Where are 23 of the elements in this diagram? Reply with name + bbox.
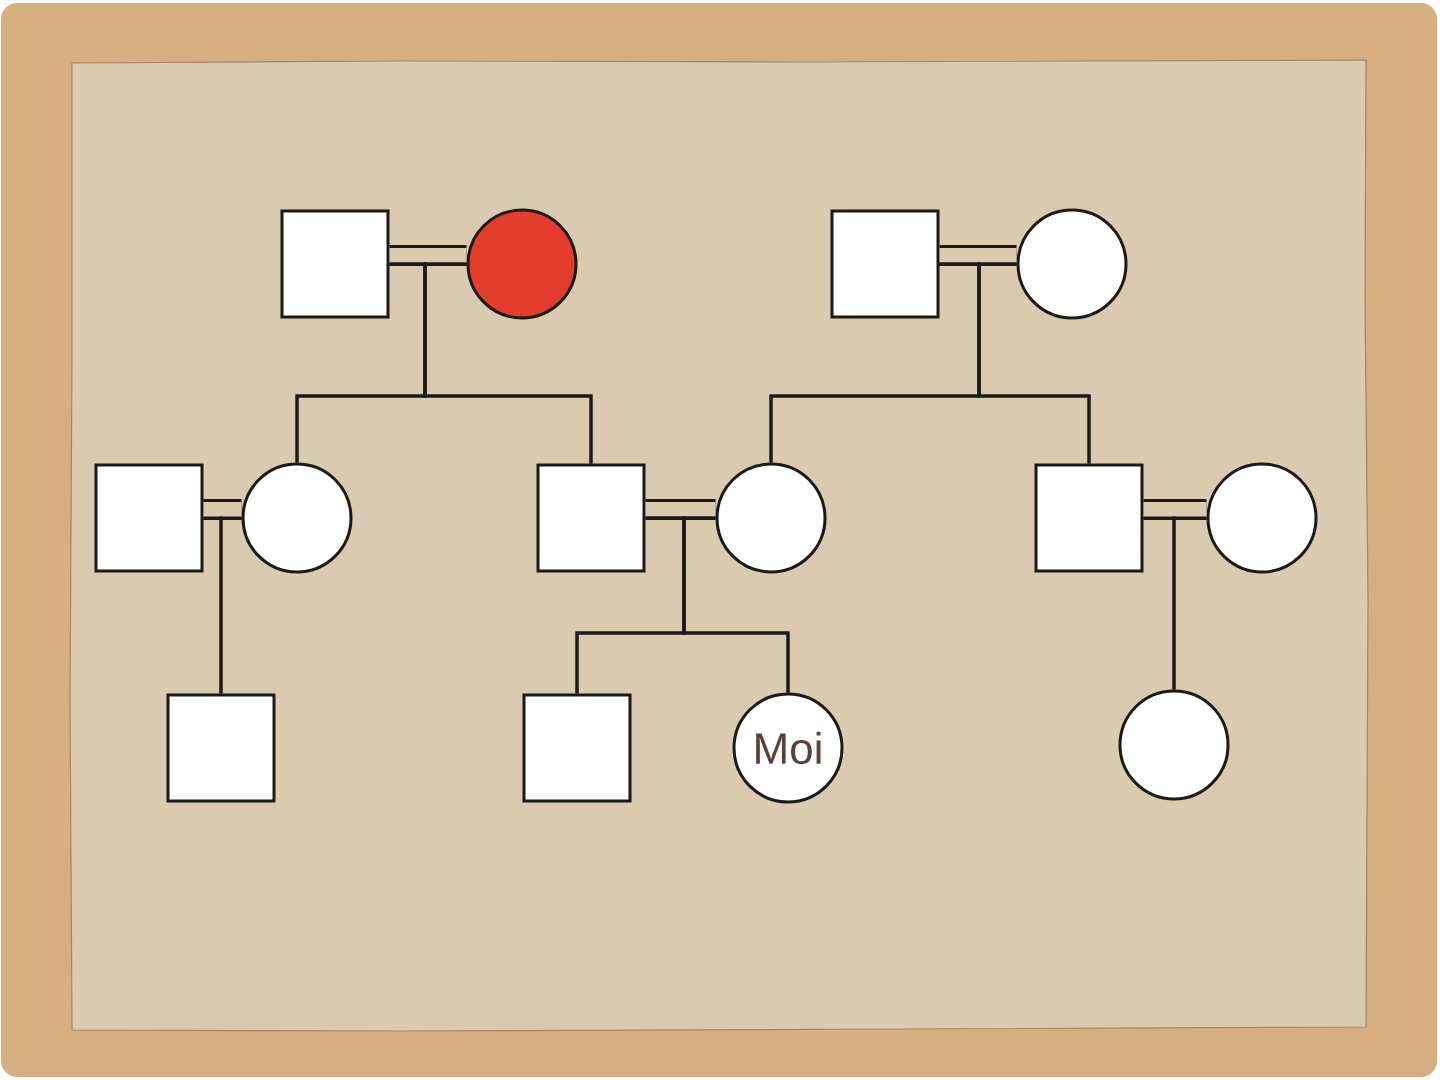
pedigree-square [1034,463,1144,573]
pedigree-square [522,693,632,803]
pedigree-circle [715,462,827,574]
filled-circle [466,208,578,320]
descent-line [682,516,790,693]
marriage-line [939,245,1017,266]
pedigree-circle [241,462,353,574]
marriage-line [645,499,716,520]
pedigree-circle [1118,689,1230,801]
marriage-line [203,499,242,520]
marriage-line [389,245,467,266]
marriage-line [1143,499,1207,520]
pedigree-square [830,209,940,319]
descent-line [423,262,593,464]
descent-line [219,516,242,694]
pedigree-square [166,693,276,803]
pedigree-square [94,463,204,573]
pedigree-square [280,209,390,319]
descent-line [977,262,1091,464]
pedigree-circle [1206,462,1318,574]
pedigree-circle [1016,208,1128,320]
descent-line [1172,516,1207,690]
pedigree-square [536,463,646,573]
